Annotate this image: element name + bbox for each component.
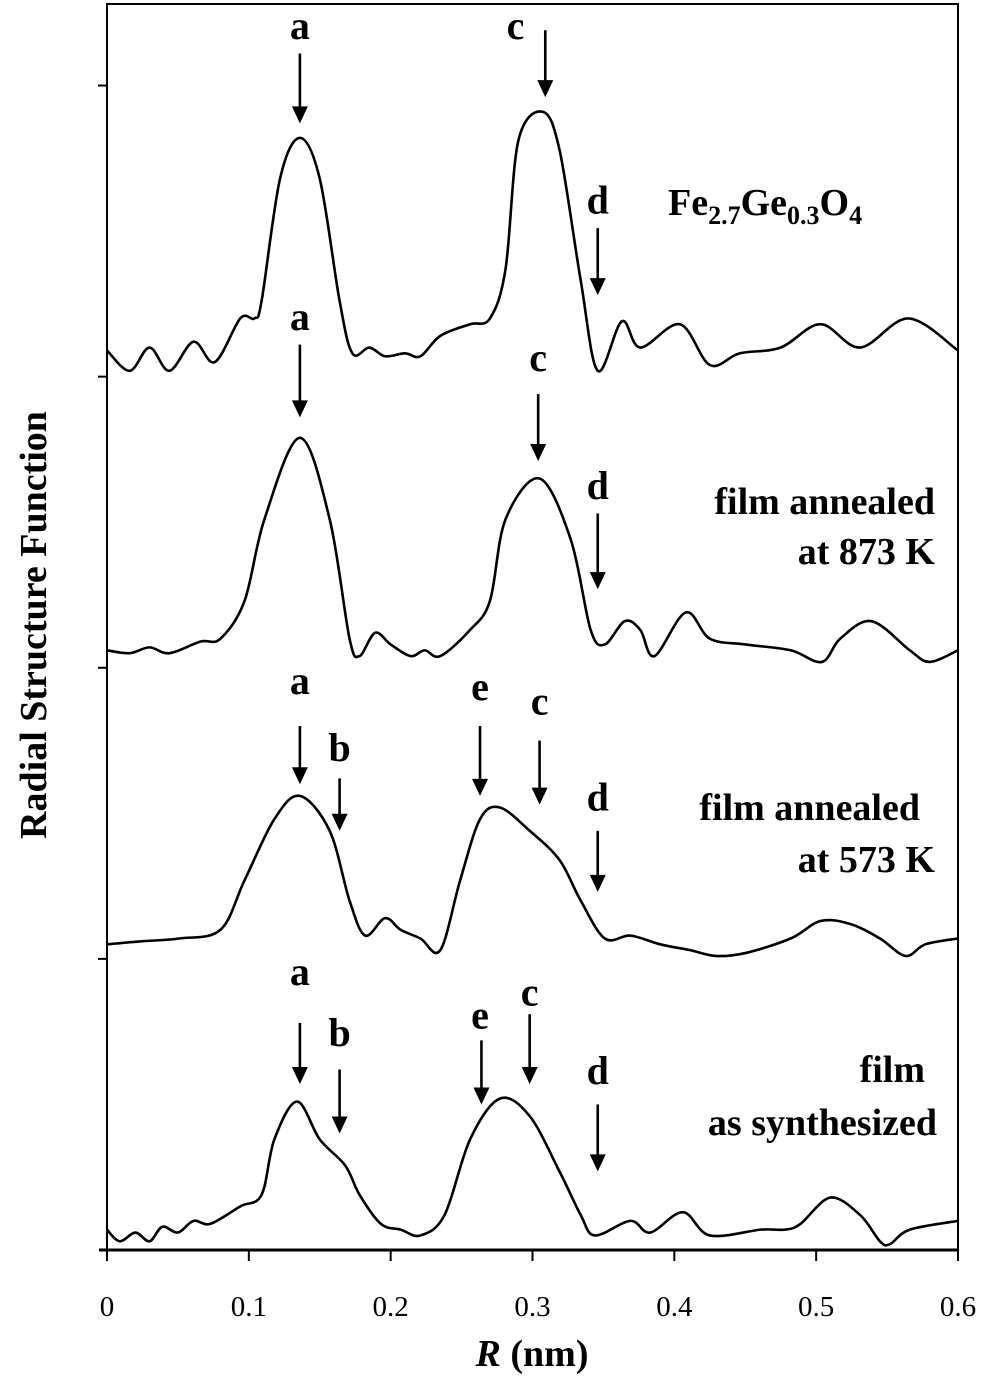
- peak-marker-a: a: [290, 658, 310, 785]
- peak-label: d: [587, 774, 609, 819]
- trace-label-873k-line1: film annealed: [714, 481, 935, 523]
- peak-label: a: [290, 294, 310, 339]
- rsf-trace-1: [106, 436, 959, 664]
- x-tick-label: 0: [100, 1291, 115, 1323]
- peak-label: b: [328, 1010, 350, 1055]
- peak-marker-c: c: [521, 969, 539, 1085]
- trace-label-synth-line1: film: [860, 1049, 925, 1091]
- arrow-down-icon: [331, 813, 348, 831]
- peak-marker-d: d: [587, 1048, 609, 1172]
- arrow-down-icon: [521, 1067, 538, 1085]
- y-axis-title: Radial Structure Function: [13, 411, 55, 839]
- peak-label: d: [587, 178, 609, 223]
- arrow-down-icon: [589, 874, 606, 892]
- arrow-down-icon: [331, 1116, 348, 1134]
- x-tick-label: 0.3: [514, 1291, 550, 1323]
- arrow-down-icon: [589, 572, 606, 590]
- peak-marker-c: c: [529, 335, 547, 462]
- x-tick-label: 0.4: [656, 1291, 693, 1323]
- peak-marker-e: e: [471, 664, 489, 796]
- arrow-down-icon: [473, 1087, 490, 1105]
- rsf-trace-2: [106, 794, 959, 958]
- peak-label: b: [328, 725, 350, 770]
- peak-marker-d: d: [587, 774, 609, 892]
- x-tick-label: 0.5: [798, 1291, 834, 1323]
- peak-marker-b: b: [328, 1010, 351, 1134]
- trace-label-573k-line2: at 573 K: [798, 839, 936, 881]
- peak-marker-a: a: [290, 3, 310, 124]
- arrow-down-icon: [291, 1067, 308, 1085]
- rsf-trace-3: [106, 1096, 959, 1247]
- trace-label-873k-line2: at 873 K: [798, 531, 936, 573]
- peak-label: e: [471, 664, 489, 709]
- peak-marker-a: a: [290, 949, 310, 1085]
- peak-marker-d: d: [587, 178, 609, 296]
- peak-label: c: [507, 3, 525, 48]
- peak-label: c: [521, 969, 539, 1014]
- peak-marker-c: c: [531, 678, 549, 805]
- arrow-down-icon: [472, 778, 489, 796]
- peak-label: a: [290, 658, 310, 703]
- arrow-down-icon: [589, 1154, 606, 1172]
- arrow-down-icon: [291, 106, 308, 124]
- trace-label-fe-ge-oxide: Fe2.7Ge0.3O4: [668, 182, 862, 230]
- peak-label: d: [587, 463, 609, 508]
- x-tick-label: 0.6: [940, 1291, 976, 1323]
- peak-marker-a: a: [290, 294, 310, 418]
- arrow-down-icon: [531, 787, 548, 805]
- peak-marker-d: d: [587, 463, 609, 590]
- trace-label-573k-line1: film annealed: [699, 787, 920, 829]
- arrow-down-icon: [589, 278, 606, 296]
- peak-label: c: [529, 335, 547, 380]
- peak-label: a: [290, 3, 310, 48]
- arrow-down-icon: [291, 767, 308, 785]
- arrow-down-icon: [537, 80, 554, 98]
- x-tick-label: 0.2: [373, 1291, 409, 1323]
- peak-label: d: [587, 1048, 609, 1093]
- x-axis-title-unit: (nm): [501, 1333, 589, 1375]
- peak-marker-e: e: [471, 993, 490, 1105]
- x-axis-title-var: R: [475, 1333, 501, 1375]
- rsf-trace-0: [106, 110, 959, 373]
- peak-marker-c: c: [507, 3, 554, 98]
- arrow-down-icon: [530, 444, 547, 462]
- x-tick-label: 0.1: [231, 1291, 267, 1323]
- peak-label: c: [531, 678, 549, 723]
- x-axis-title: R (nm): [475, 1333, 589, 1375]
- peak-marker-b: b: [328, 725, 351, 831]
- peak-label: a: [290, 949, 310, 994]
- arrow-down-icon: [291, 400, 308, 418]
- peak-label: e: [471, 993, 489, 1038]
- trace-label-synth-line2: as synthesized: [708, 1102, 937, 1144]
